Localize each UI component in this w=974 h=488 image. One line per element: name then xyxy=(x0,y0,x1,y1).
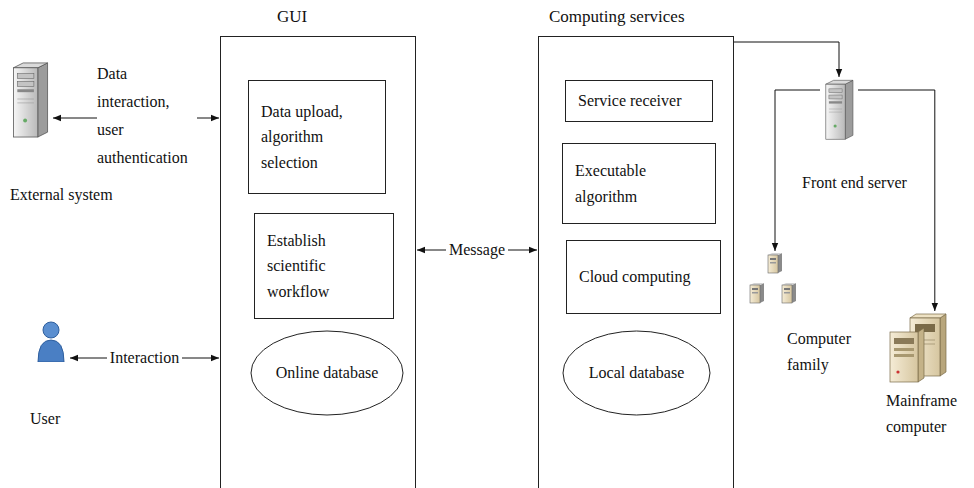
server-icon xyxy=(10,60,50,138)
user-icon: User xyxy=(18,318,88,433)
text-group: Service receiver xyxy=(578,88,681,114)
process-box: Cloud computing xyxy=(566,240,721,314)
text-group: Local database xyxy=(589,360,685,386)
process-box: Executable algorithm xyxy=(562,143,716,224)
process-box: Service receiver xyxy=(565,80,713,122)
text-group: Data upload, algorithm selection xyxy=(261,99,373,176)
box-label: Cloud computing xyxy=(579,264,691,290)
text-group: Establish scientific workflow xyxy=(267,228,381,305)
user-icon xyxy=(36,320,66,362)
box-label: Data upload, algorithm selection xyxy=(261,99,373,176)
icon-caption: Mainframe computer xyxy=(886,388,968,439)
computer-group-icon xyxy=(747,252,803,307)
connector-arrow xyxy=(775,90,820,251)
icon-caption: Front end server xyxy=(802,170,928,196)
mainframe-icon: Mainframe computer xyxy=(884,312,970,432)
box-label: Service receiver xyxy=(578,88,681,114)
server-icon: Front end server xyxy=(800,78,930,198)
box-label: Executable algorithm xyxy=(575,158,703,209)
services-panel: Service receiverExecutable algorithmClou… xyxy=(538,36,734,488)
server-icon: External system xyxy=(6,58,141,208)
server-icon xyxy=(820,78,858,140)
panel-title: GUI xyxy=(277,7,307,27)
icon-caption: User xyxy=(30,406,86,432)
process-box: Establish scientific workflow xyxy=(254,213,394,319)
text-group: Executable algorithm xyxy=(575,158,703,209)
edge-label: Interaction xyxy=(107,345,182,371)
connector-arrow xyxy=(734,42,839,77)
database-label: Online database xyxy=(276,360,379,386)
connector-arrow xyxy=(53,118,219,119)
text-group: Online database xyxy=(276,360,379,386)
panel-title: Computing services xyxy=(549,7,685,27)
icon-caption: Computer family xyxy=(787,326,857,377)
edge-label: Message xyxy=(446,237,508,263)
text-group: Cloud computing xyxy=(579,264,691,290)
database-label: Local database xyxy=(589,360,685,386)
edge-label: Data interaction, user authentication xyxy=(97,60,197,172)
connector-arrow xyxy=(70,358,219,359)
connector-arrow xyxy=(417,250,537,251)
process-box: Data upload, algorithm selection xyxy=(248,80,386,194)
gui-panel: Data upload, algorithm selectionEstablis… xyxy=(220,36,416,488)
box-label: Establish scientific workflow xyxy=(267,228,381,305)
database-ellipse: Local database xyxy=(562,330,711,416)
database-ellipse: Online database xyxy=(250,330,404,416)
icon-caption: External system xyxy=(10,182,140,208)
mainframe-icon xyxy=(888,312,948,384)
connector-arrow xyxy=(858,90,935,311)
computer-group-icon: Computer family xyxy=(745,252,850,372)
